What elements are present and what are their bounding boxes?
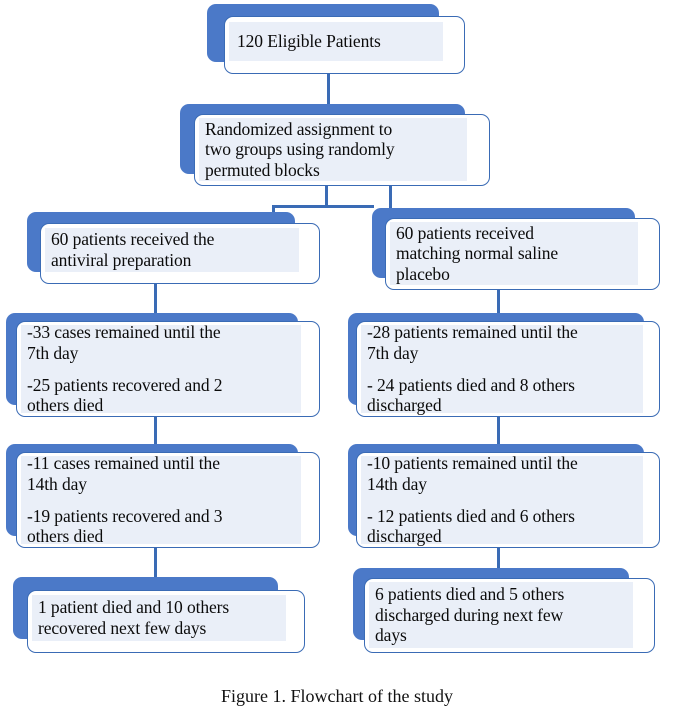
node-antiviral-day-7[interactable]: -33 cases remained until the 7th day -25… <box>6 313 320 417</box>
node-text: 120 Eligible Patients <box>237 31 381 52</box>
node-text-panel: Randomized assignment to two groups usin… <box>199 118 467 181</box>
node-text-panel: -11 cases remained until the 14th day -1… <box>21 453 301 547</box>
node-eligible-patients[interactable]: 120 Eligible Patients <box>207 4 465 74</box>
node-placebo-outcome[interactable]: 6 patients died and 5 others discharged … <box>353 568 655 653</box>
node-text-panel: -33 cases remained until the 7th day -25… <box>21 322 301 416</box>
connector-right-group-to-day7 <box>497 283 500 315</box>
connector-left-group-to-day7 <box>154 283 157 315</box>
node-randomized-assignment[interactable]: Randomized assignment to two groups usin… <box>180 104 490 186</box>
node-text-panel: 60 patients received the antiviral prepa… <box>45 228 299 272</box>
node-text: Randomized assignment to two groups usin… <box>205 118 395 180</box>
node-text-line-1: -11 cases remained until the 14th day <box>27 453 220 494</box>
figure-caption: Figure 1. Flowchart of the study <box>221 686 453 706</box>
connector-split-bar <box>272 205 374 208</box>
connector-eligible-to-randomized <box>327 72 330 104</box>
node-text-line-1: -28 patients remained until the 7th day <box>367 322 578 363</box>
node-text: 60 patients received matching normal sal… <box>396 222 559 284</box>
node-text-line-2: -25 patients recovered and 2 others died <box>27 374 223 416</box>
node-placebo-group[interactable]: 60 patients received matching normal sal… <box>372 208 660 290</box>
node-placebo-day-14[interactable]: -10 patients remained until the 14th day… <box>348 444 666 548</box>
node-antiviral-outcome[interactable]: 1 patient died and 10 others recovered n… <box>13 577 305 653</box>
node-text-line-2: -19 patients recovered and 3 others died <box>27 505 223 547</box>
connector-left-day7-to-day14 <box>154 413 157 445</box>
node-text-line-1: -10 patients remained until the 14th day <box>367 453 578 494</box>
node-text-panel: -28 patients remained until the 7th day … <box>361 322 643 416</box>
connector-right-day7-to-day14 <box>497 413 500 445</box>
connector-left-day14-to-final <box>154 545 157 577</box>
node-text-panel: 60 patients received matching normal sal… <box>390 222 638 285</box>
node-text: 1 patient died and 10 others recovered n… <box>38 597 230 638</box>
node-text-line-2: - 12 patients died and 6 others discharg… <box>367 505 575 547</box>
node-text: 60 patients received the antiviral prepa… <box>51 229 215 270</box>
node-text-panel: 120 Eligible Patients <box>229 22 443 61</box>
connector-randomized-stub-right <box>389 185 392 219</box>
node-text-panel: 1 patient died and 10 others recovered n… <box>32 595 286 641</box>
connector-right-day14-to-final <box>497 543 500 571</box>
node-text-line-2: - 24 patients died and 8 others discharg… <box>367 374 575 416</box>
node-antiviral-day-14[interactable]: -11 cases remained until the 14th day -1… <box>6 444 320 548</box>
node-text-panel: -10 patients remained until the 14th day… <box>361 453 643 547</box>
connector-randomized-stub-left <box>325 185 328 207</box>
node-text-panel: 6 patients died and 5 others discharged … <box>369 582 633 648</box>
node-text: 6 patients died and 5 others discharged … <box>375 584 565 646</box>
node-placebo-day-7[interactable]: -28 patients remained until the 7th day … <box>348 313 666 417</box>
node-antiviral-group[interactable]: 60 patients received the antiviral prepa… <box>27 212 320 284</box>
node-text-line-1: -33 cases remained until the 7th day <box>27 322 221 363</box>
